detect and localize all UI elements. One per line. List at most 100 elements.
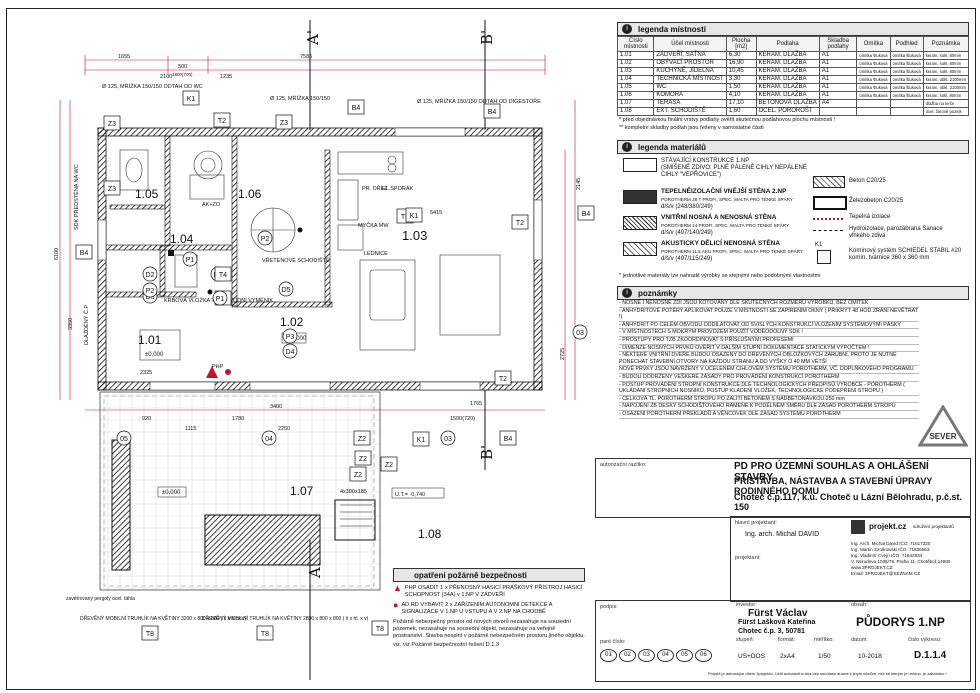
element-tag-label: T8	[261, 631, 269, 638]
format: 2xA4	[780, 653, 795, 660]
title-block-designer: hlavní projektant: Ing. arch. Michal DAV…	[730, 516, 971, 602]
room-cell: KERAM. DLAŽBA	[755, 75, 820, 84]
title-block-info: podpis: investor: Fürst Václav Fürst Laš…	[595, 600, 971, 682]
stupen: US+DOS	[738, 653, 765, 660]
akzo-label: AK+ZO	[202, 202, 221, 208]
fire-safety-legend: opatření požárně bezpečnosti ▲ PHP OSADI…	[393, 568, 585, 649]
room-cell: keram. sokl. 80mm	[922, 67, 970, 76]
investor-label: investor:	[736, 602, 757, 608]
note-line: - CELKOVÁ TL. POROTHERM STROPU PO ZALITÍ…	[619, 396, 919, 404]
element-tag: Z2	[354, 450, 372, 466]
room-1-02-level: ±0,000	[288, 336, 307, 342]
podpis-label: podpis:	[600, 604, 618, 610]
swatch-concrete	[813, 176, 845, 188]
element-tag-label: B4	[504, 436, 513, 443]
swatch-insulation	[813, 218, 843, 220]
swatch-chimney	[817, 250, 831, 264]
element-tag: P1	[212, 290, 228, 306]
room-1-01-level: ±0,000	[145, 352, 164, 358]
room-cell: A1	[818, 59, 858, 68]
element-tag-label: B4	[352, 105, 361, 112]
swatch-outer-wall	[623, 190, 657, 204]
svg-text:5415: 5415	[430, 210, 442, 216]
room-cell: omítka štuková	[889, 51, 924, 60]
element-tag-label: T2	[218, 118, 226, 125]
company-person: Email: 3PROJEKT@SEZNAM.CZ	[851, 571, 920, 576]
element-tag-label: T8	[376, 626, 384, 633]
room-col-header: Podlaha	[755, 36, 820, 52]
element-tag-label: D3	[146, 294, 155, 301]
swatch-rc	[813, 196, 847, 210]
room-cell: KERAM. DLAŽBA	[755, 51, 820, 60]
note-line: - NOSNÉ I NENOSNÉ ZDI JSOU KÓTOVÁNY DLE …	[619, 300, 919, 308]
mat-acoustic-sub: POROTHERM 11,5 AKU PROFI, SPEC. MALTA PR…	[661, 249, 804, 254]
room-cell: 1.04	[616, 75, 655, 84]
note-line: - NAPOJENÍ ZB DESKY SCHODIŠŤOVÉHO RAMENE…	[619, 403, 919, 411]
note-line: - NĚKTERÉ VNITŘNÍ DVEŘE BUDOU OSAZENY DO…	[619, 352, 919, 367]
investor-3: Chotec č.p. 3, 50781	[738, 628, 805, 635]
vent-label-2: Ø 125, MŘÍŽKA 150/150	[270, 94, 330, 102]
room-cell: A1	[818, 91, 858, 100]
room-note-2: ** kompletní skladby podlah jsou řešeny …	[619, 125, 764, 131]
room-cell: 1.03	[616, 67, 655, 76]
room-cell	[856, 99, 891, 108]
project-title-3: Choteč č.p.117, k.ú. Choteč u Lázní Bělo…	[734, 492, 963, 512]
room-cell: omítka štuková	[889, 67, 924, 76]
room-1-03: 1.03	[402, 228, 427, 243]
notes-list: - NOSNÉ I NENOSNÉ ZDI JSOU KÓTOVÁNY DLE …	[619, 300, 919, 419]
mat-concrete: Beton C20/25	[849, 178, 886, 184]
room-cell: omítka štuková	[889, 83, 924, 92]
room-cell: 1.07	[616, 99, 655, 108]
mat-existing-title: STÁVAJÍCÍ KONSTRUKCE 1.NP	[661, 158, 750, 164]
projektant-label: projektant:	[735, 555, 761, 561]
svg-text:2325: 2325	[140, 370, 152, 376]
fixtures	[119, 149, 501, 361]
material-legend: STÁVAJÍCÍ KONSTRUKCE 1.NP(SMÍŠENÉ ZDIVO:…	[617, 154, 969, 272]
notes-title: poznámky	[638, 288, 678, 298]
room-cell: A1	[818, 83, 858, 92]
element-tag-label: D4	[286, 349, 295, 356]
element-tag: 03	[572, 324, 588, 340]
datum-label: datum:	[851, 637, 868, 643]
element-tag: T2	[213, 112, 231, 128]
room-legend-header: i legenda místností	[617, 22, 969, 36]
element-tag: B4	[499, 430, 517, 446]
room-cell: 1.05	[616, 83, 655, 92]
room-cell: KERAM. DLAŽBA	[755, 91, 820, 100]
element-tag: B4	[577, 205, 595, 221]
element-tag-label: T8	[146, 631, 154, 638]
note-line: - BUDOU DODRŽENY VEŠKERÉ ZÁSADY PRO PROV…	[619, 374, 919, 382]
mat-k1-tag: K1	[815, 242, 823, 248]
element-tag-label: D2	[146, 272, 155, 279]
info-icon: i	[622, 24, 632, 34]
element-tag: D4	[282, 343, 298, 359]
element-tag: Z3	[275, 114, 293, 130]
element-tag: Z2	[349, 466, 367, 482]
info-icon: i	[622, 288, 632, 298]
room-col-header: Omítka	[856, 36, 891, 52]
svg-text:2250: 2250	[278, 426, 290, 432]
dimension-texts: 1655 2100 7585 1235 500 1800(700) 6100 3…	[54, 54, 582, 432]
room-cell: 17,10	[725, 99, 757, 108]
element-tag: P3	[282, 328, 298, 344]
room-note-1: * před objednávkou finální vrstvy podlah…	[619, 117, 836, 123]
swatch-existing	[623, 158, 657, 172]
sdk-label: SDK PŘEDSTĚNA NA WC	[72, 164, 80, 230]
planter-1	[111, 439, 131, 571]
investor-1: Fürst Václav	[748, 608, 808, 619]
room-cell	[856, 107, 891, 116]
mycka-label: MYČKA MW	[358, 222, 389, 229]
element-tag: Z3	[103, 180, 121, 196]
room-cell: KERAM. DLAŽBA	[755, 59, 820, 68]
autorizacni-label: autorizační razítko:	[600, 462, 647, 468]
element-tag: 04	[261, 430, 277, 446]
element-tag: Z2	[380, 456, 398, 472]
room-1-06: 1.06	[238, 187, 262, 201]
element-tag: 05	[116, 430, 132, 446]
